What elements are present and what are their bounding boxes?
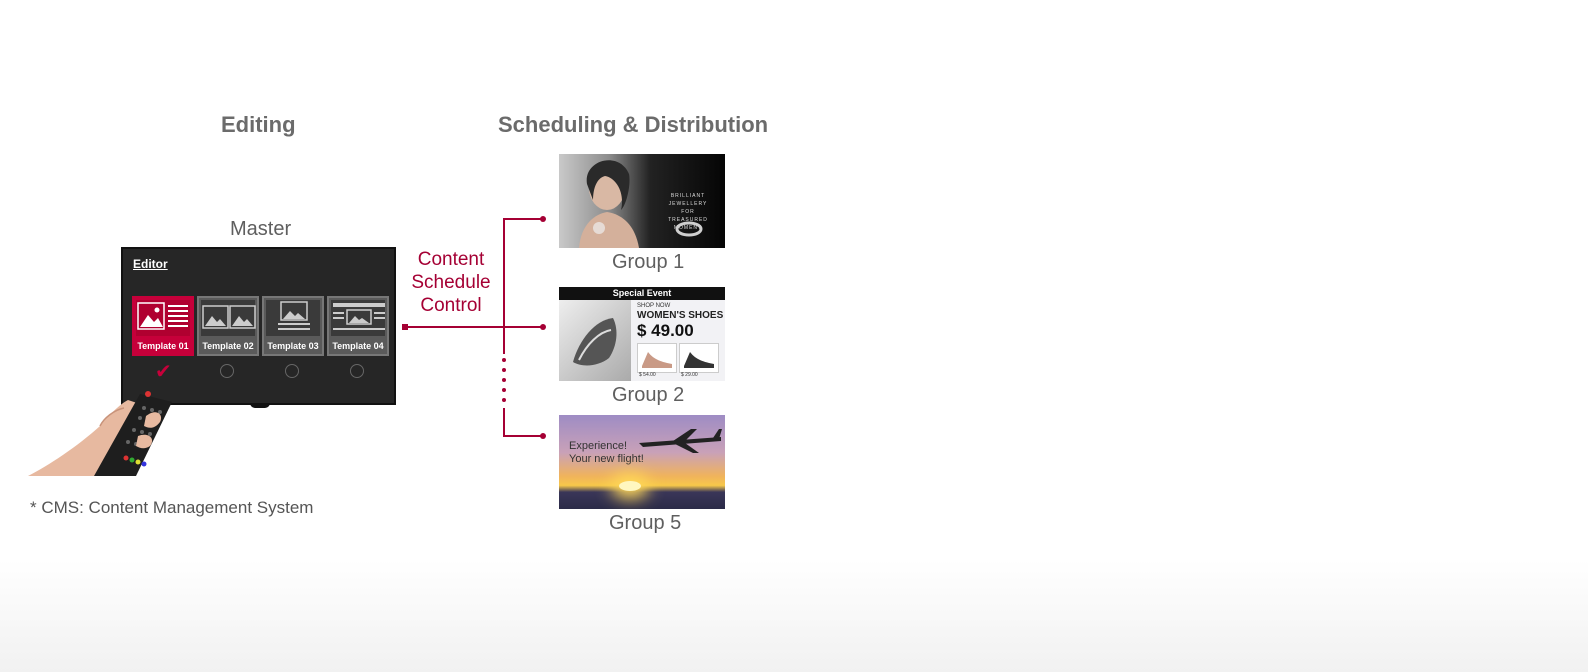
template-01-card[interactable]: Template 01: [132, 296, 194, 356]
footnote: * CMS: Content Management System: [30, 498, 314, 517]
special-event-banner: Special Event: [559, 287, 725, 300]
editor-label: Editor: [133, 257, 168, 271]
connector-group-1-line: [503, 218, 543, 220]
connector-vertical-line-top: [503, 218, 505, 354]
flight-promo-line: Your new flight!: [569, 453, 644, 465]
group-5-screen: Experience! Your new flight!: [559, 415, 725, 509]
master-label: Master: [230, 218, 292, 240]
content-schedule-control-label: Content Schedule Control: [400, 248, 502, 317]
shop-now-text: SHOP NOW: [637, 303, 671, 309]
ellipsis-dot: [502, 368, 506, 372]
template-name: Template 04: [332, 341, 384, 351]
shoe-price-b: $ 29.00: [681, 372, 698, 378]
control-line-1: Content: [417, 249, 485, 270]
shoe-product-b: [679, 343, 719, 373]
connector-group-5-dot: [540, 433, 546, 439]
group-2-screen: Special Event SHOP NOW WOMEN'S SHOES $ 4…: [559, 287, 725, 381]
airplane-icon: [639, 429, 722, 453]
template-layout-icon: [201, 300, 256, 336]
connector-vertical-line-bottom: [503, 408, 505, 436]
editing-title: Editing: [221, 112, 296, 137]
womens-shoes-headline: WOMEN'S SHOES: [637, 310, 724, 321]
group-5-label: Group 5: [609, 512, 682, 534]
group-1-screen: BRILLIANT JEWELLERY FOR TREASURED MOMENT: [559, 154, 725, 248]
template-layout-icon: [331, 300, 385, 336]
connector-group-2-dot: [540, 324, 546, 330]
tagline-line: FOR: [681, 209, 695, 215]
shoe-product-a: [637, 343, 677, 373]
jewellery-tagline: BRILLIANT JEWELLERY FOR TREASURED MOMENT: [655, 192, 721, 232]
ellipsis-dot: [502, 358, 506, 362]
model-portrait-image: [579, 160, 639, 248]
template-name: Template 03: [267, 341, 319, 351]
tagline-line: BRILLIANT JEWELLERY: [668, 193, 708, 207]
template-03-radio[interactable]: [285, 364, 299, 378]
template-layout-icon: [136, 300, 190, 336]
template-name: Template 02: [202, 341, 254, 351]
shoe-price: $ 49.00: [637, 321, 694, 340]
shoe-price-a: $ 54.00: [639, 372, 656, 378]
template-03-card[interactable]: Template 03: [262, 296, 324, 356]
sunset-sun: [619, 481, 641, 491]
master-display: Editor Template 01 Template 02: [121, 247, 396, 405]
tv-stand: [250, 403, 270, 408]
template-layout-icon: [266, 300, 320, 336]
group-2-label: Group 2: [612, 384, 685, 406]
connector-group-1-dot: [540, 216, 546, 222]
ellipsis-dot: [502, 378, 506, 382]
selected-checkmark-icon[interactable]: ✔: [155, 361, 172, 383]
connector-group-5-line: [503, 435, 543, 437]
template-name: Template 01: [137, 341, 189, 351]
template-04-radio[interactable]: [350, 364, 364, 378]
remote-control-hand-icon: [28, 391, 172, 476]
shoe-photo: [559, 300, 631, 381]
ellipsis-dot: [502, 388, 506, 392]
control-line-3: Control: [420, 295, 482, 316]
connector-main-line: [405, 326, 543, 328]
template-02-card[interactable]: Template 02: [197, 296, 259, 356]
ellipsis-dot: [502, 398, 506, 402]
group-1-label: Group 1: [612, 251, 685, 273]
template-04-card[interactable]: Template 04: [327, 296, 389, 356]
flight-promo-line: Experience!: [569, 440, 628, 452]
ring-icon: [675, 221, 703, 237]
scheduling-distribution-title: Scheduling & Distribution: [498, 112, 769, 137]
control-line-2: Schedule: [411, 272, 491, 293]
flight-promo-text: Experience! Your new flight!: [569, 440, 644, 466]
template-02-radio[interactable]: [220, 364, 234, 378]
tagline-line: TREASURED MOMENT: [668, 217, 708, 231]
